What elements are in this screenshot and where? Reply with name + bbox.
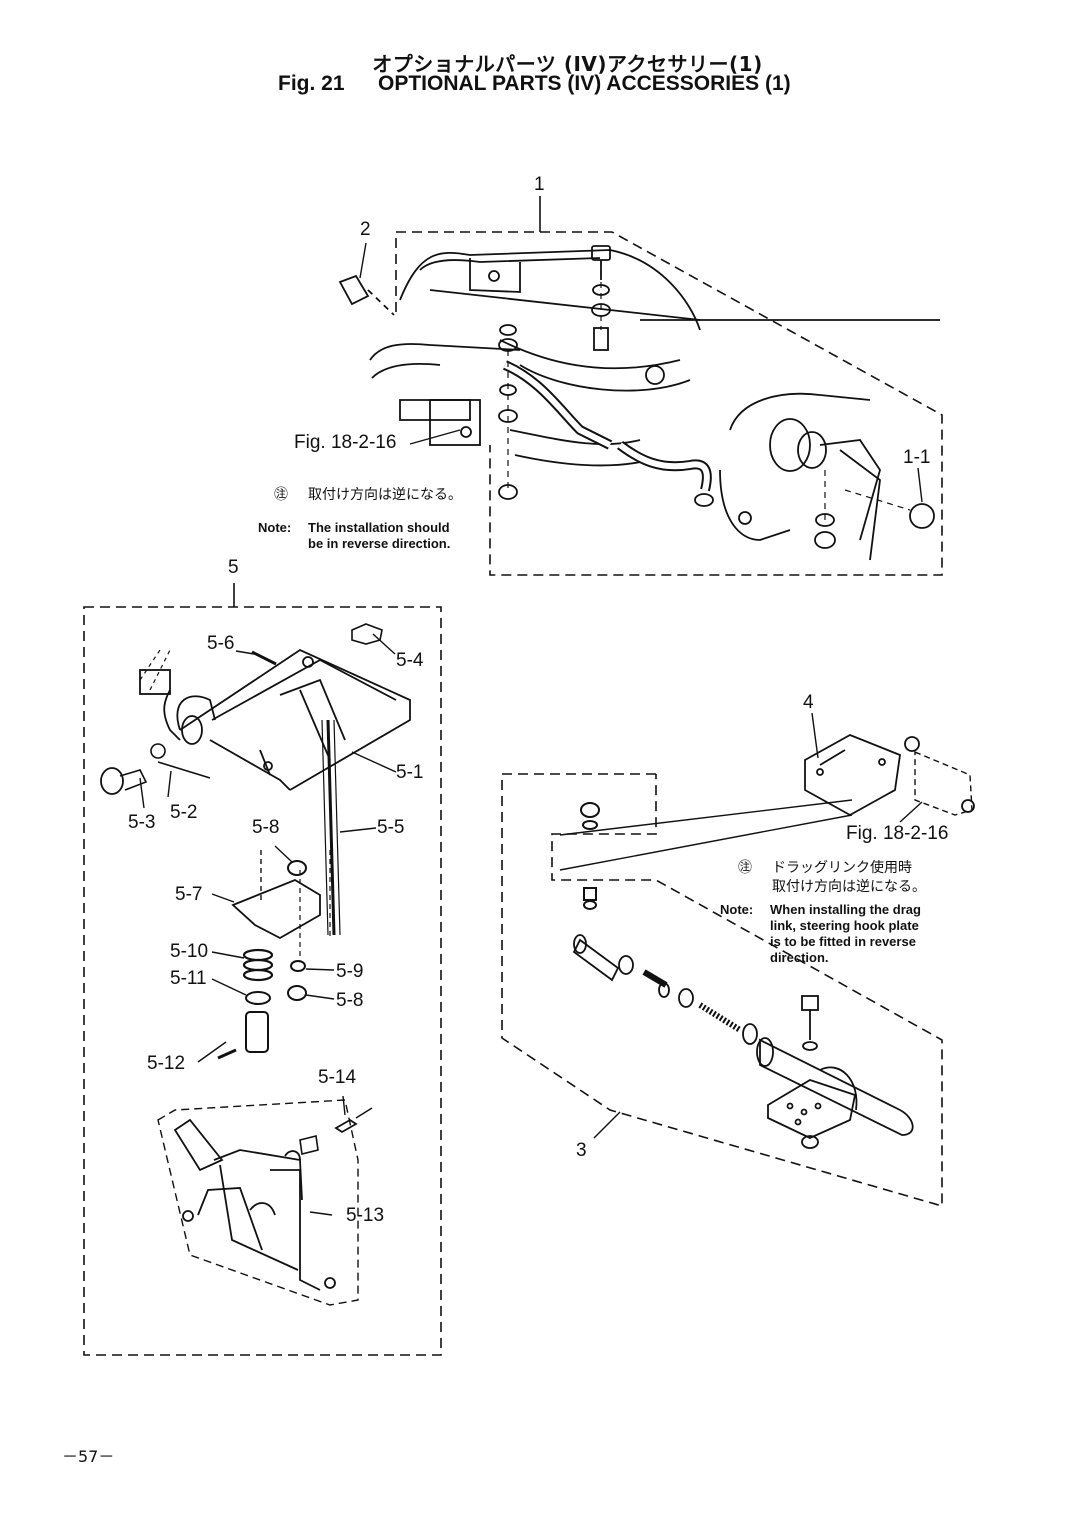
note-b-japanese-line-2: 取付け方向は逆になる。	[772, 879, 926, 895]
figure-reference-a: Fig. 18-2-16	[294, 432, 397, 453]
note-a-mark: ㊟	[274, 487, 288, 503]
callout-5-13: 5-13	[346, 1205, 385, 1226]
coil-spring	[242, 948, 274, 982]
callout-5-6: 5-6	[207, 633, 235, 654]
callout-5-14: 5-14	[318, 1067, 357, 1088]
machine-body-illustration	[369, 249, 940, 561]
note-a-label: Note:	[258, 520, 292, 535]
callout-5-1: 5-1	[396, 762, 424, 783]
callout-5-4: 5-4	[396, 650, 424, 671]
callout-5-7: 5-7	[175, 884, 203, 905]
note-b-japanese-line-1: ドラッグリンク使用時	[772, 860, 912, 876]
callout-4: 4	[803, 692, 814, 713]
callout-5-9: 5-9	[336, 961, 364, 982]
title-english: OPTIONAL PARTS (IV) ACCESSORIES (1)	[378, 72, 791, 95]
callout-5-5: 5-5	[377, 817, 405, 838]
callout-1-1: 1-1	[903, 447, 931, 468]
group-5-boundary	[83, 583, 442, 1356]
note-a-text: The installation should be in reverse di…	[308, 520, 451, 551]
callout-5-8-top: 5-8	[252, 817, 280, 838]
callout-5-3: 5-3	[128, 812, 156, 833]
callout-5-8-bottom: 5-8	[336, 990, 364, 1011]
group-1-boundary	[395, 196, 943, 576]
page-number: －57－	[62, 1447, 115, 1466]
steering-assembly-illustration	[572, 934, 914, 1149]
callout-5-10: 5-10	[170, 941, 209, 962]
callout-5-12: 5-12	[147, 1053, 186, 1074]
note-b-mark: ㊟	[738, 860, 752, 876]
bolt-stack	[338, 245, 935, 549]
callout-2: 2	[360, 219, 371, 240]
figure-number: Fig. 21	[278, 72, 345, 95]
note-b-label: Note:	[720, 902, 754, 917]
note-b-text: When installing the drag link, steering …	[770, 902, 921, 965]
title-japanese: オプショナルパーツ (IV)アクセサリー(1)	[372, 52, 763, 76]
group-3-boundary	[501, 773, 943, 1208]
plate-4-illustration	[804, 734, 975, 817]
callout-5-2: 5-2	[170, 802, 198, 823]
figure-reference-b: Fig. 18-2-16	[846, 823, 949, 844]
callout-5-11: 5-11	[170, 968, 207, 989]
callout-3: 3	[576, 1140, 587, 1161]
callout-5: 5	[228, 557, 239, 578]
pedal-assembly-illustration	[157, 1099, 359, 1306]
pedal-bracket-illustration	[139, 648, 411, 791]
note-a-japanese: 取付け方向は逆になる。	[308, 487, 462, 503]
callout-1: 1	[534, 174, 545, 195]
